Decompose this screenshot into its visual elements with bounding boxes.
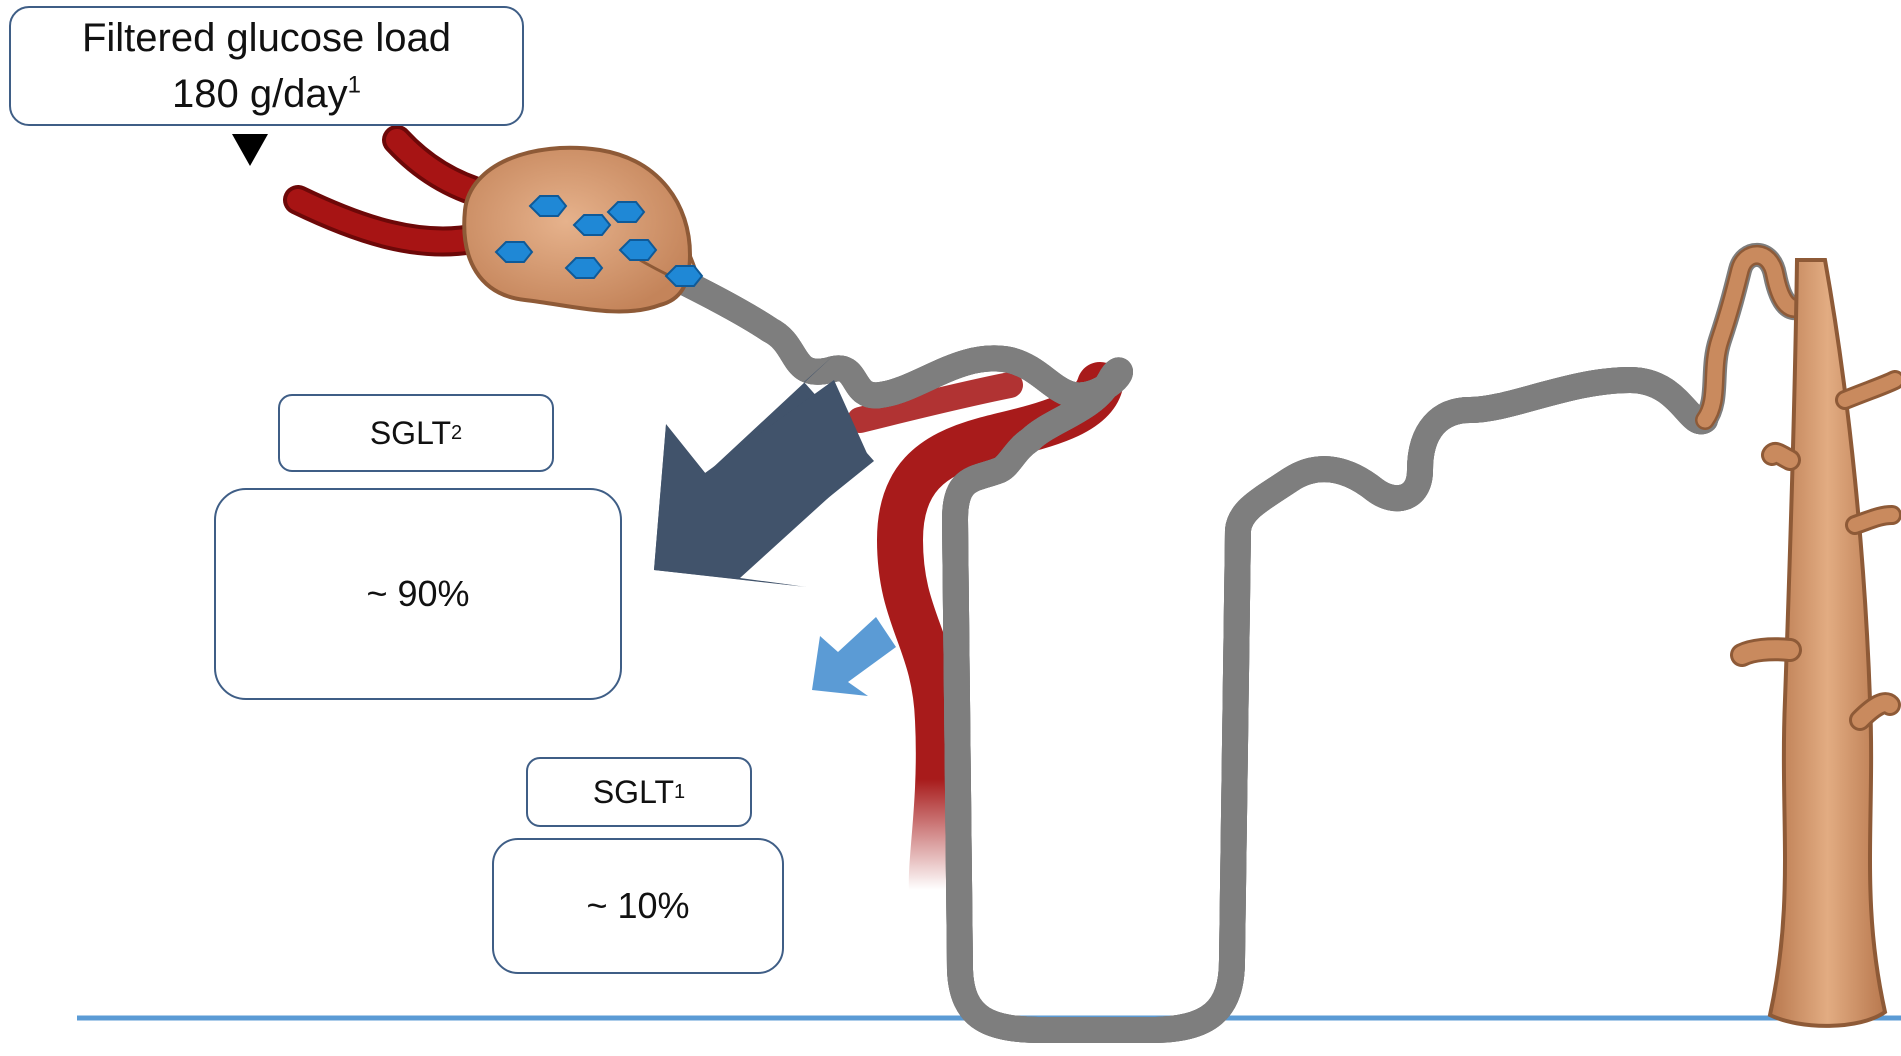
- filtered-load-line2: 180 g/day1: [172, 66, 361, 122]
- filtered-load-value: 180 g/day: [172, 72, 348, 116]
- sglt2-percent-box: ~ 90%: [214, 488, 622, 700]
- sglt1-percent: ~ 10%: [586, 885, 689, 927]
- sglt1-name: SGLT: [593, 774, 674, 811]
- sglt1-percent-box: ~ 10%: [492, 838, 784, 974]
- filtered-load-footnote: 1: [348, 72, 361, 99]
- sglt2-percent: ~ 90%: [366, 573, 469, 615]
- sglt2-name: SGLT: [370, 415, 451, 452]
- down-triangle-icon: [232, 134, 268, 166]
- sglt1-arrow: [812, 617, 896, 696]
- collecting-duct: [1742, 260, 1895, 1026]
- nephron-tubule: [640, 255, 1810, 1030]
- filtered-glucose-load-box: Filtered glucose load 180 g/day1: [9, 6, 524, 126]
- filtered-load-line1: Filtered glucose load: [82, 10, 451, 66]
